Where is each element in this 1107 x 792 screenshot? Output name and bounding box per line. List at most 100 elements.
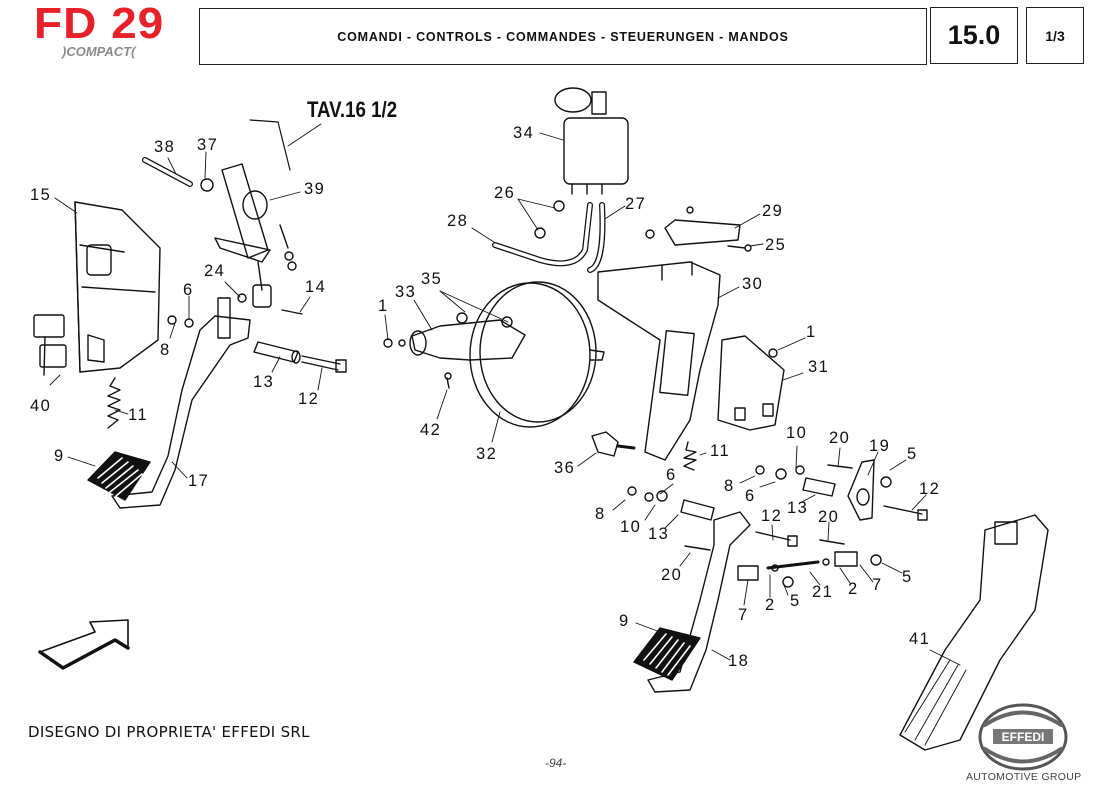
callout-5-right: 5 — [902, 568, 913, 586]
ownership-notice: DISEGNO DI PROPRIETA' EFFEDI SRL — [28, 723, 310, 741]
part-12-bolt — [301, 355, 347, 373]
callout-1: 1 — [378, 297, 389, 315]
part-8-grease-fittings — [627, 465, 765, 496]
callout-13-lower: 13 — [648, 525, 670, 543]
part-26-clamps — [534, 200, 565, 239]
callout-42: 42 — [420, 421, 442, 439]
brand-group-label: AUTOMOTIVE GROUP — [966, 771, 1082, 783]
callout-20-mid: 20 — [818, 508, 840, 526]
arrow-up-right-icon — [38, 619, 130, 670]
callout-35: 35 — [421, 270, 443, 288]
part-27-28-hoses — [492, 202, 606, 273]
callout-34: 34 — [513, 124, 535, 142]
callout-26: 26 — [494, 184, 516, 202]
part-39-clutch-master-cylinder — [214, 119, 291, 308]
part-32-brake-booster — [469, 281, 605, 428]
part-38-hose — [142, 157, 193, 187]
callout-32: 32 — [476, 445, 498, 463]
effedi-logo: EFFEDI — [978, 703, 1068, 771]
part-12-bolts-right — [755, 505, 928, 547]
part-13-bushing — [253, 341, 301, 364]
part-11-spring-right — [683, 441, 697, 471]
callout-41: 41 — [909, 630, 931, 648]
callout-20-lower: 20 — [661, 566, 683, 584]
callout-37: 37 — [197, 136, 219, 154]
part-washers-right — [644, 465, 892, 588]
part-31-control-box — [717, 335, 785, 431]
callout-28: 28 — [447, 212, 469, 230]
table-reference: TAV.16 1/2 — [307, 97, 398, 122]
part-9-pedal-pad-left — [87, 451, 151, 501]
part-30-booster-support — [597, 261, 721, 461]
callout-6-lower: 6 — [666, 466, 677, 484]
callout-11-right: 11 — [710, 442, 731, 460]
callout-27: 27 — [625, 195, 647, 213]
callout-7: 7 — [738, 606, 749, 624]
part-19-pedal-plate — [847, 459, 875, 521]
part-13-bushings-right — [680, 477, 836, 521]
part-15-pedal-box-panel — [74, 201, 161, 373]
callout-25: 25 — [765, 236, 787, 254]
part-29-bracket — [645, 206, 741, 246]
callout-18: 18 — [728, 652, 750, 670]
callout-20: 20 — [829, 429, 851, 447]
svg-text:EFFEDI: EFFEDI — [1002, 730, 1045, 744]
callout-24: 24 — [204, 262, 226, 280]
model-subtitle: )COMPACT( — [62, 44, 136, 59]
callout-8: 8 — [160, 341, 171, 359]
callout-12-lower: 12 — [761, 507, 783, 525]
page-counter: 1/3 — [1026, 7, 1084, 64]
part-18-brake-pedal — [647, 511, 751, 693]
callout-29: 29 — [762, 202, 784, 220]
part-21-push-rod — [766, 558, 830, 572]
callout-5: 5 — [907, 445, 918, 463]
callout-6-right: 6 — [745, 487, 756, 505]
callout-13: 13 — [253, 373, 275, 391]
callout-17: 17 — [188, 472, 210, 490]
page-title: COMANDI - CONTROLS - COMMANDES - STEUERU… — [199, 8, 927, 65]
callout-30: 30 — [742, 275, 764, 293]
callout-12: 12 — [298, 390, 320, 408]
part-20-pins — [684, 464, 853, 551]
part-37-clamp — [200, 178, 214, 192]
part-40-pedal-switch — [33, 314, 67, 376]
callout-21: 21 — [812, 583, 834, 601]
part-7-clevises — [737, 551, 858, 581]
callout-12-right: 12 — [919, 480, 941, 498]
callout-6: 6 — [183, 281, 194, 299]
callout-5-lower: 5 — [790, 592, 801, 610]
callout-2: 2 — [765, 596, 776, 614]
part-33-brake-master-cylinder — [409, 312, 526, 361]
callout-39: 39 — [304, 180, 326, 198]
callout-9: 9 — [54, 447, 65, 465]
part-42-screw — [444, 372, 452, 389]
callout-2-right: 2 — [848, 580, 859, 598]
leader-lines — [49, 123, 961, 666]
callout-8-lower: 8 — [595, 505, 606, 523]
callout-33: 33 — [395, 283, 417, 301]
part-1-nuts — [383, 338, 778, 358]
part-screws-left — [167, 224, 303, 328]
part-17-clutch-pedal — [111, 297, 251, 509]
model-logo: FD 29 — [34, 0, 165, 48]
callout-11: 11 — [128, 406, 149, 424]
callout-36: 36 — [554, 459, 576, 477]
part-41-accelerator-pedal — [899, 514, 1049, 751]
page-number: -94- — [545, 756, 567, 770]
part-36-brake-light-switch — [591, 431, 636, 457]
callout-38: 38 — [154, 138, 176, 156]
part-11-spring — [107, 377, 121, 429]
callout-19: 19 — [869, 437, 891, 455]
callout-1-right: 1 — [806, 323, 817, 341]
callout-8-right: 8 — [724, 477, 735, 495]
callout-9-right: 9 — [619, 612, 630, 630]
part-9-pedal-pad-right — [633, 627, 701, 681]
callout-14: 14 — [305, 278, 327, 296]
callout-15: 15 — [30, 186, 52, 204]
callout-7-right: 7 — [872, 576, 883, 594]
callout-31: 31 — [808, 358, 830, 376]
part-34-brake-fluid-reservoir — [554, 87, 629, 195]
callout-10-lower: 10 — [620, 518, 642, 536]
section-number: 15.0 — [930, 7, 1018, 64]
